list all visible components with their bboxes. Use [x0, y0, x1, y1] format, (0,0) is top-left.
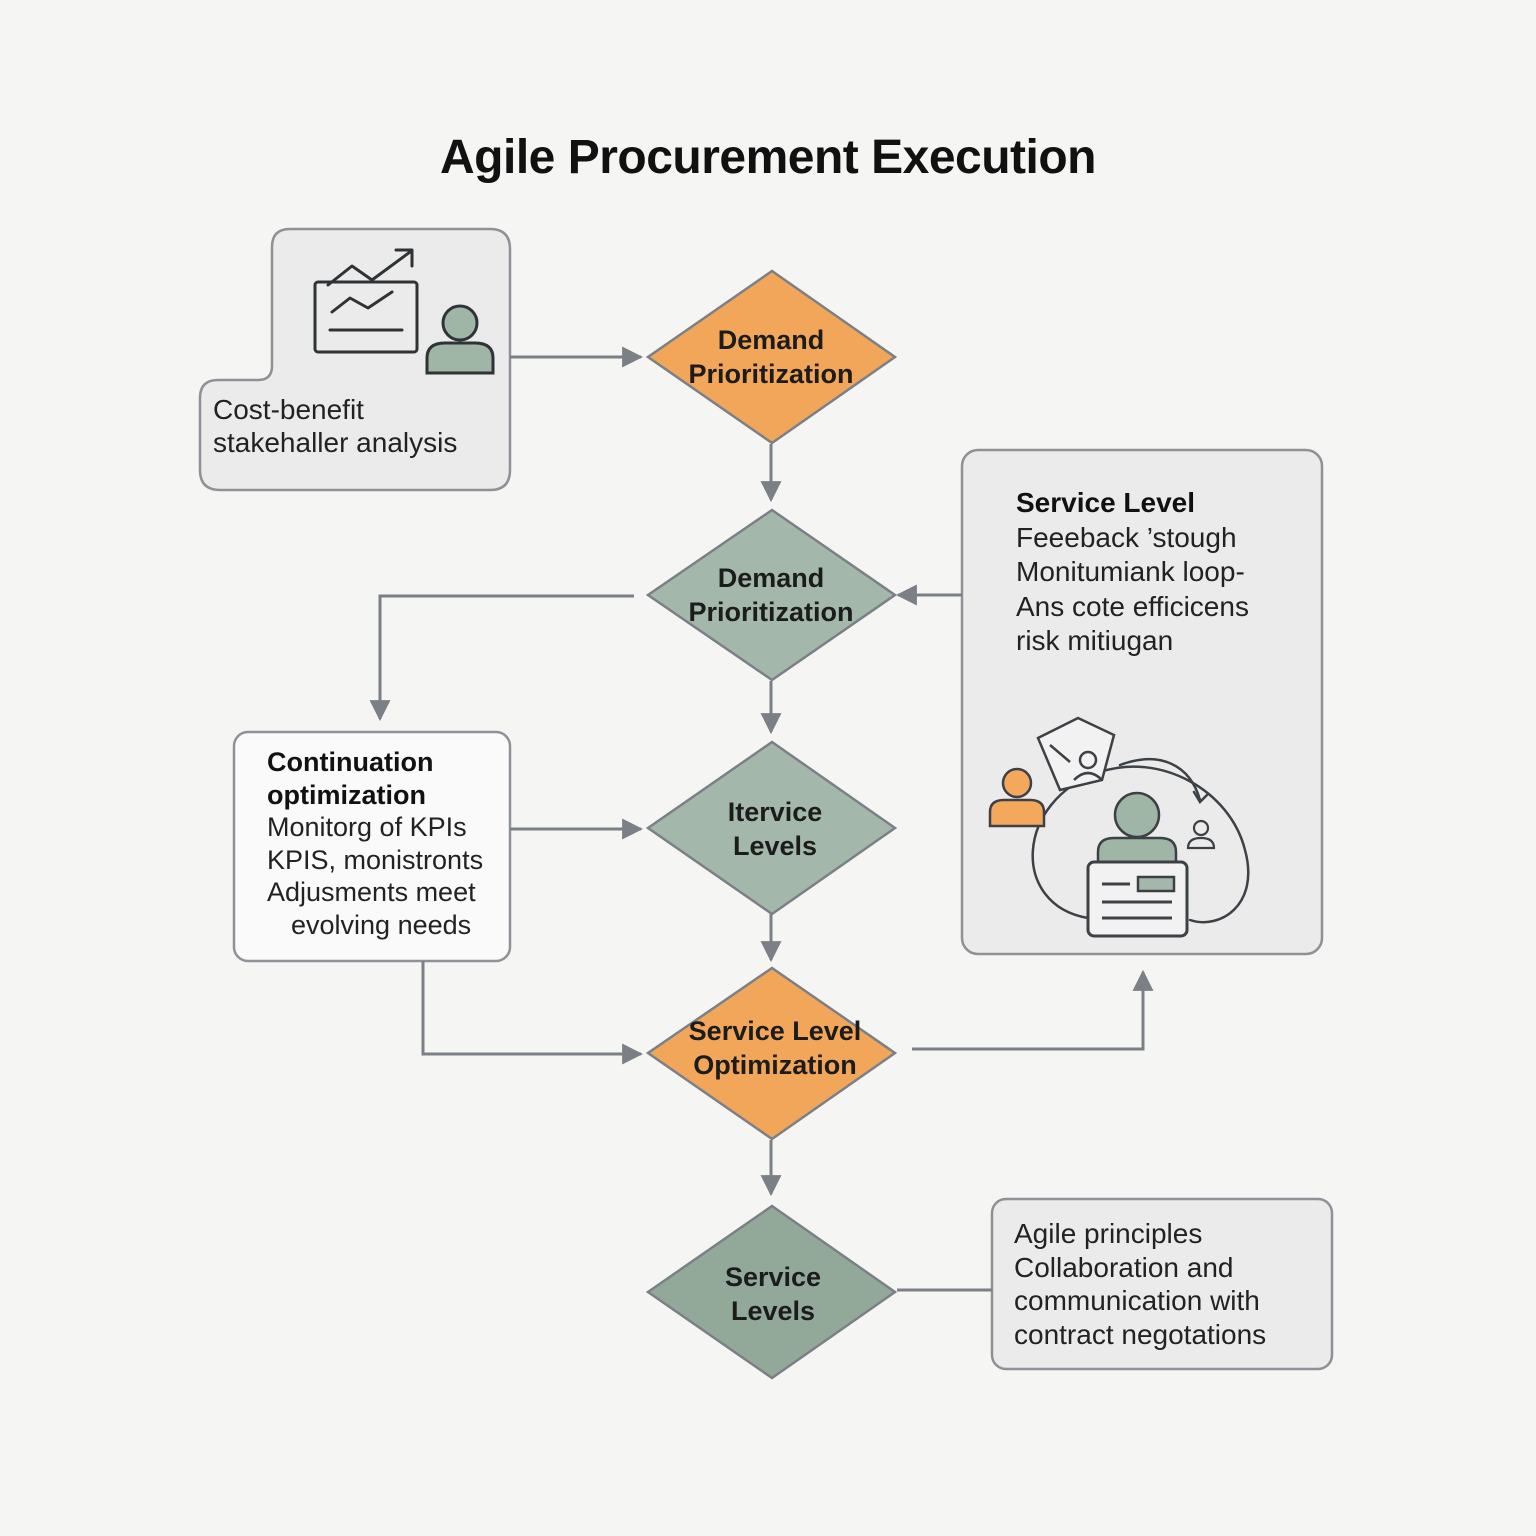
cost-benefit-box — [198, 227, 512, 492]
cost-line-1: Cost-benefit — [213, 394, 364, 425]
agile-principles-box — [990, 1197, 1334, 1371]
d1-line-1: Demand — [717, 325, 825, 355]
person-small-icon — [1186, 819, 1216, 850]
d4-label: Service Level Optimization — [664, 1014, 886, 1082]
person-icon — [425, 304, 495, 375]
d3-line-2: Levels — [732, 831, 818, 861]
d1-line-2: Prioritization — [688, 359, 854, 389]
agile-line-3: communication with — [1014, 1285, 1260, 1316]
service-level-text: Service Level Feeeback ’stough Monitumia… — [1016, 486, 1249, 659]
d5-label: Service Levels — [662, 1260, 884, 1328]
continuation-box — [232, 730, 512, 963]
diamond-demand-prioritization-1 — [645, 269, 898, 445]
trend-chart-icon — [313, 248, 419, 354]
cost-benefit-text: Cost-benefit stakehaller analysis — [213, 393, 457, 459]
d2-line-2: Prioritization — [688, 597, 854, 627]
diamond-service-level-optimization — [645, 966, 898, 1141]
continuation-line-4: evolving needs — [291, 909, 472, 940]
d3-line-1: Itervice — [727, 797, 823, 827]
service-line-3: Ans cote efficicens — [1016, 590, 1249, 622]
feedback-loop-icon — [1031, 757, 1250, 924]
diamond-service-levels — [645, 1204, 898, 1380]
diamond-demand-prioritization-2 — [645, 508, 898, 682]
service-line-1: Feeeback ’stough — [1016, 521, 1237, 553]
service-heading: Service Level — [1016, 487, 1196, 518]
continuation-heading-2: optimization — [267, 779, 426, 810]
d2-label: Demand Prioritization — [660, 561, 882, 629]
d1-label: Demand Prioritization — [660, 323, 882, 391]
d4-line-2: Optimization — [693, 1050, 857, 1080]
agile-line-2: Collaboration and — [1014, 1251, 1234, 1283]
arrow-d4-to-service-panel — [912, 969, 1154, 1051]
service-line-2: Monitumiank loop- — [1016, 556, 1245, 587]
diamond-itervice-levels — [645, 740, 898, 916]
agile-line-4: contract negotations — [1014, 1318, 1267, 1350]
d5-line-2: Levels — [730, 1296, 816, 1326]
d4-line-1: Service Level — [688, 1016, 862, 1046]
document-icon — [1086, 860, 1189, 938]
agile-text: Agile principles Collaboration and commu… — [1014, 1217, 1266, 1351]
continuation-heading-1: Continuation — [267, 747, 434, 777]
continuation-text: Continuation optimization Monitorg of KP… — [267, 746, 483, 941]
service-line-4: risk mitiugan — [1016, 625, 1174, 656]
continuation-line-2: KPIS, monistronts — [267, 844, 484, 875]
person-large-icon — [1096, 791, 1178, 864]
service-level-panel — [960, 448, 1324, 956]
d2-line-1: Demand — [717, 563, 825, 593]
person-orange-icon — [988, 767, 1046, 828]
d5-line-1: Service — [724, 1262, 822, 1292]
arrow-d2-to-continuation — [369, 594, 634, 722]
agile-line-1: Agile principles — [1014, 1218, 1203, 1249]
d3-label: Itervice Levels — [664, 795, 886, 863]
continuation-line-1: Monitorg of KPIs — [267, 812, 467, 842]
shield-icon — [1036, 716, 1116, 792]
diagram-title: Agile Procurement Execution — [440, 131, 1097, 184]
arrow-continuation-to-d4 — [421, 961, 644, 1065]
continuation-line-3: Adjusments meet — [267, 877, 476, 907]
cost-line-2: stakehaller analysis — [213, 427, 458, 458]
